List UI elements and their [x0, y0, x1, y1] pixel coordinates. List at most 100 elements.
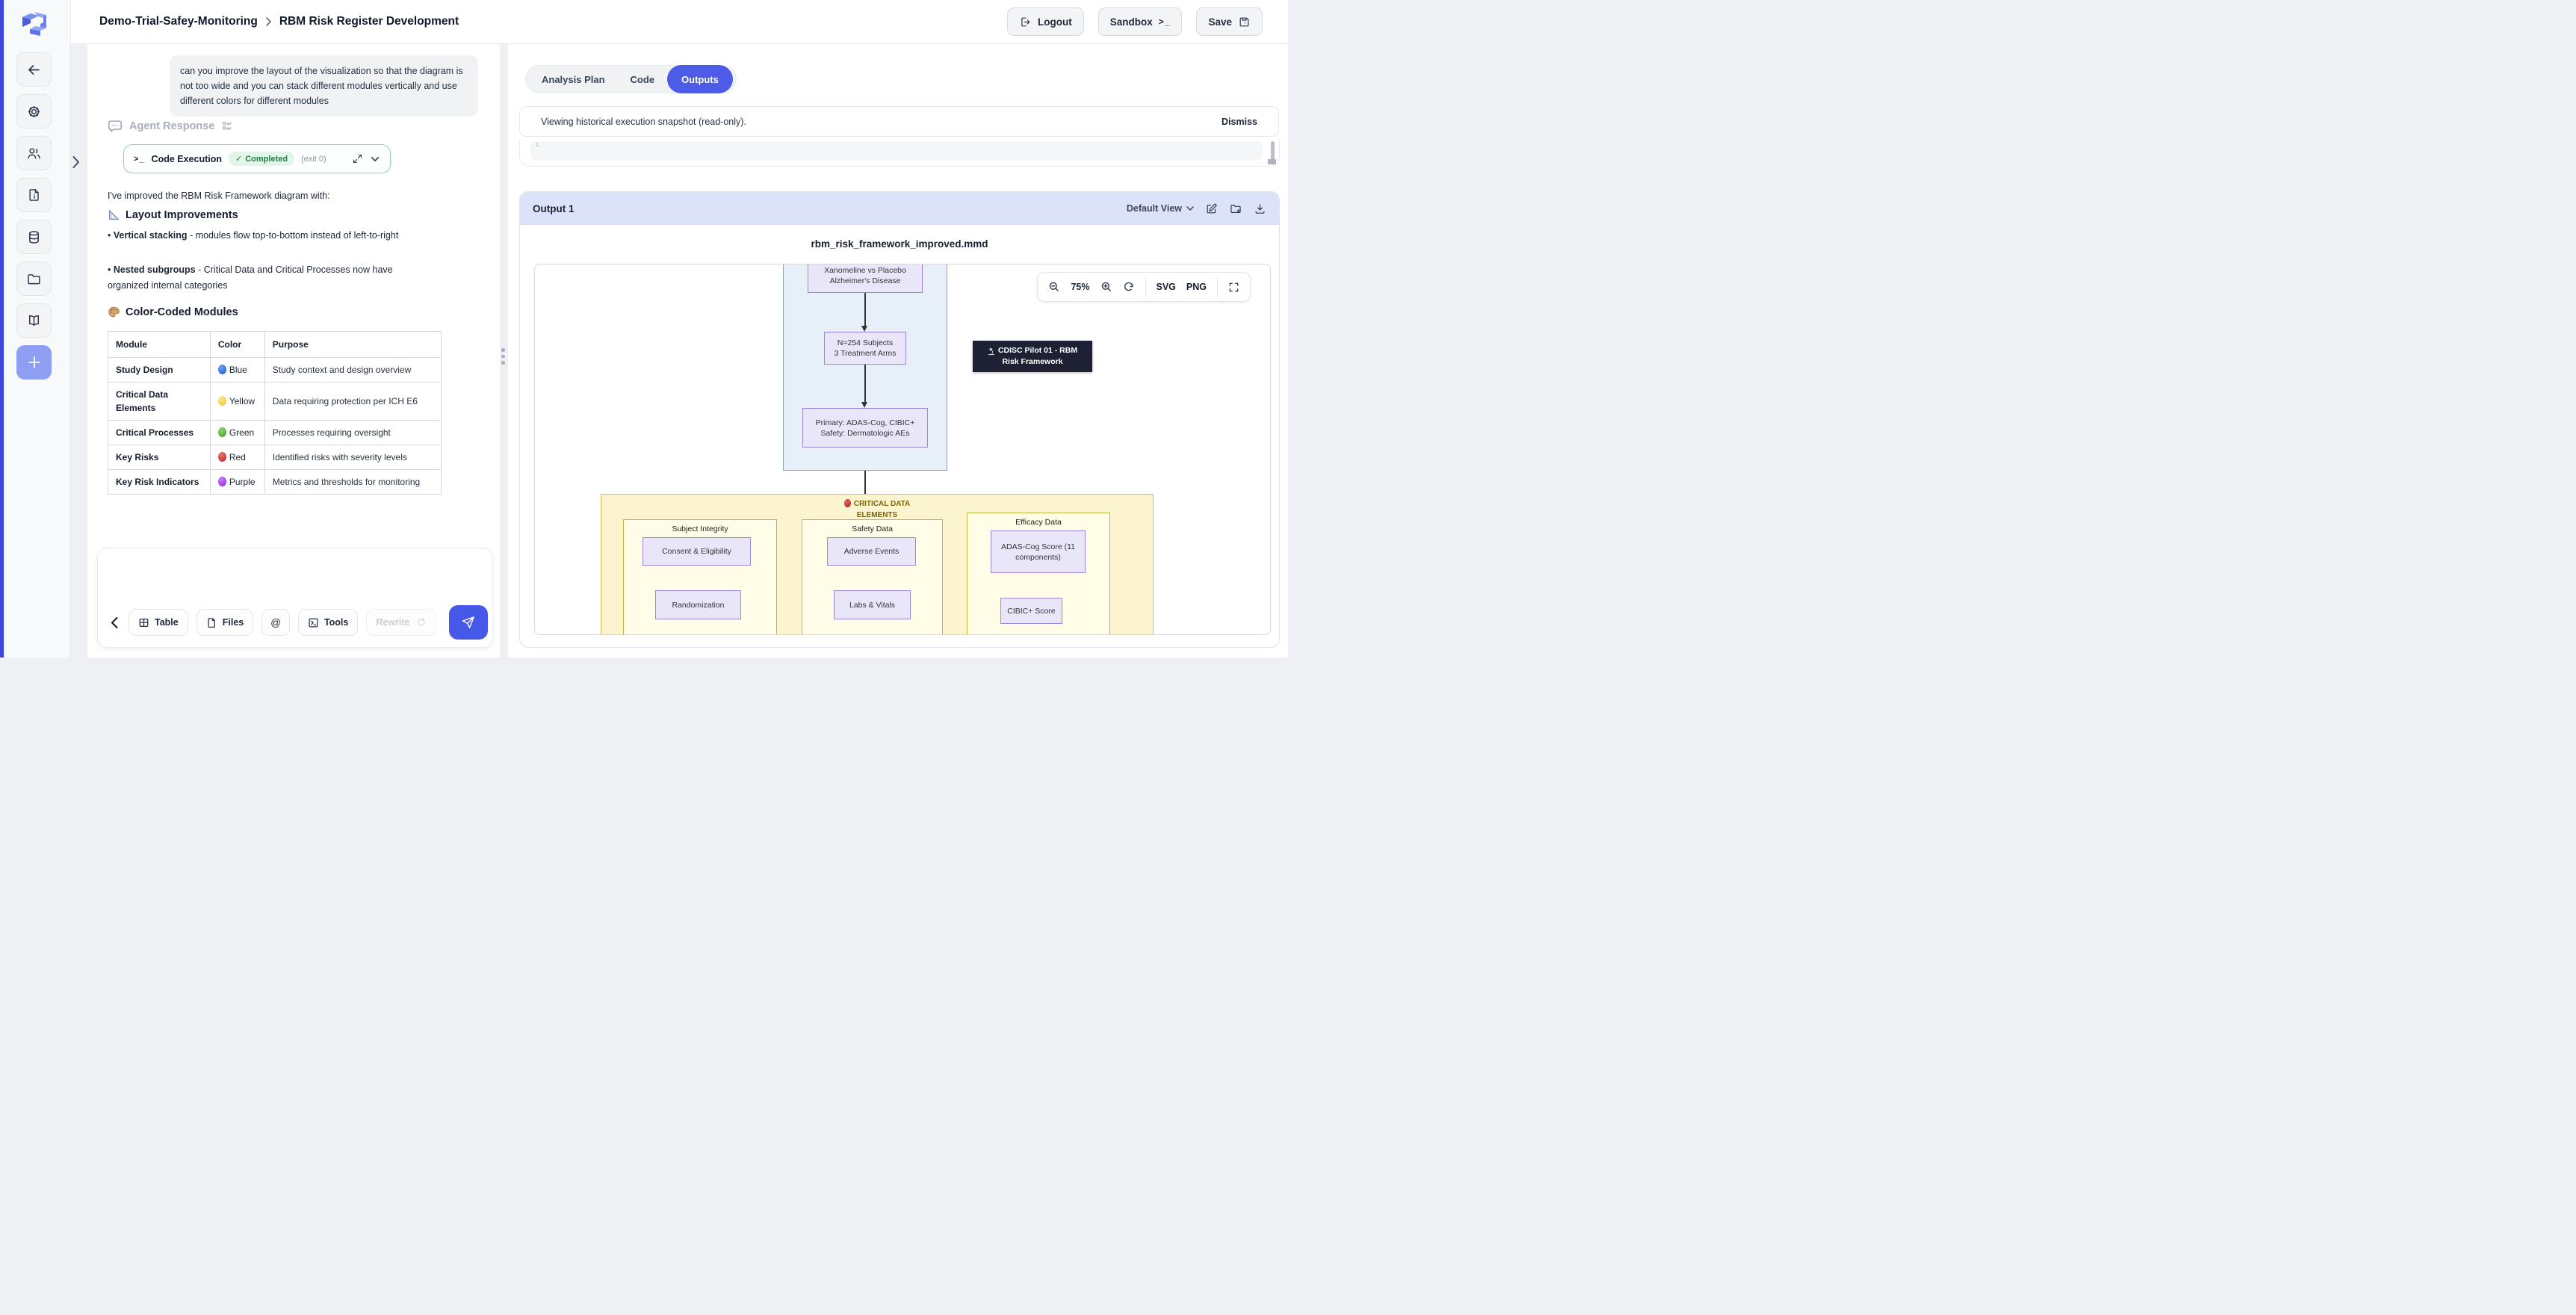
output-filename: rbm_risk_framework_improved.mmd — [811, 238, 988, 250]
diagram-node-labs-vitals: Labs & Vitals — [834, 590, 911, 619]
microscope-icon — [988, 347, 994, 355]
book-open-icon — [28, 315, 40, 326]
composer-collapse-chevron[interactable] — [110, 616, 119, 629]
zoom-out-icon[interactable] — [1048, 281, 1060, 293]
edit-icon[interactable] — [1205, 202, 1218, 215]
file-icon — [208, 617, 215, 628]
notice-text: Viewing historical execution snapshot (r… — [541, 116, 746, 127]
diagram-node-cibic: CIBIC+ Score — [1000, 598, 1062, 624]
scrollbar-corner — [1268, 159, 1276, 164]
tab-code[interactable]: Code — [630, 73, 655, 85]
panel-resize-handle[interactable] — [501, 348, 505, 365]
diagram-node-adas-cog: ADAS-Cog Score (11 components) — [991, 530, 1086, 573]
scrollbar-thumb[interactable] — [1271, 141, 1275, 162]
outline-list-icon[interactable] — [221, 120, 233, 132]
view-tabs: Analysis Plan Code Outputs — [525, 65, 737, 93]
sidebar-expand-chevron[interactable] — [72, 154, 82, 170]
chat-bubble-icon — [108, 120, 122, 132]
gear-icon — [28, 105, 40, 117]
section-color-coded-modules: Color-Coded Modules — [108, 306, 238, 318]
folder-plus-icon[interactable] — [1229, 202, 1242, 215]
table-row: Critical Processes Green Processes requi… — [108, 420, 442, 445]
sidebar-database-button[interactable] — [16, 220, 52, 254]
sidebar-files-button[interactable] — [16, 262, 52, 296]
logout-icon — [1021, 17, 1030, 26]
sidebar-back-button[interactable] — [16, 52, 52, 87]
files-button[interactable]: Files — [196, 609, 254, 636]
chevron-down-icon[interactable] — [370, 154, 380, 164]
sidebar-documents-button[interactable] — [16, 178, 52, 212]
download-icon[interactable] — [1254, 202, 1266, 215]
diagram-node-randomization: Randomization — [655, 590, 741, 619]
fullscreen-icon[interactable] — [1228, 282, 1239, 293]
users-icon — [28, 147, 40, 158]
export-svg-button[interactable]: SVG — [1156, 282, 1176, 292]
rewrite-button[interactable]: Rewrite — [366, 609, 436, 636]
paper-plane-icon — [462, 616, 474, 628]
diagram-node-study: Xanomeline vs Placebo Alzheimer's Diseas… — [808, 264, 923, 293]
agent-response-label: Agent Response — [129, 120, 215, 132]
export-png-button[interactable]: PNG — [1186, 282, 1207, 292]
save-icon — [1239, 17, 1249, 26]
red-dot-icon — [843, 499, 851, 507]
terminal-glyph-icon: >_ — [134, 154, 145, 164]
code-execution-widget[interactable]: >_ Code Execution ✓ Completed (exit 0) — [123, 144, 391, 173]
triangle-ruler-icon — [109, 209, 120, 220]
check-icon: ✓ — [235, 155, 243, 164]
view-selector[interactable]: Default View — [1127, 203, 1194, 214]
folder-icon — [28, 273, 40, 284]
output-panel: Analysis Plan Code Outputs Viewing histo… — [508, 44, 1288, 658]
save-label: Save — [1208, 16, 1232, 28]
tab-outputs[interactable]: Outputs — [667, 65, 733, 93]
output-1-header: Output 1 Default View — [520, 192, 1279, 225]
app-logo — [18, 8, 51, 41]
diagram-node-endpoints: Primary: ADAS-Cog, CIBIC+ Safety: Dermat… — [802, 408, 928, 448]
table-row: Key Risk Indicators Purple Metrics and t… — [108, 469, 442, 495]
diagram-title-node: CDISC Pilot 01 - RBM Risk Framework — [973, 341, 1092, 372]
message-input[interactable] — [98, 548, 492, 608]
diagram-arrow — [864, 471, 866, 501]
database-icon — [29, 230, 39, 244]
table-icon — [139, 618, 149, 627]
breadcrumb-page: RBM Risk Register Development — [279, 15, 459, 28]
logout-button[interactable]: Logout — [1007, 7, 1084, 36]
yellow-dot-icon — [217, 396, 226, 406]
save-button[interactable]: Save — [1196, 7, 1263, 36]
sandbox-button[interactable]: Sandbox >_ — [1097, 7, 1183, 36]
refresh-icon — [417, 618, 425, 626]
diagram-viewer[interactable]: 75% SVG PNG Xanomeline vs Placebo Alzhei… — [534, 264, 1271, 635]
tools-button[interactable]: Tools — [297, 609, 359, 636]
breadcrumb: Demo-Trial-Safey-Monitoring RBM Risk Reg… — [99, 15, 459, 28]
expand-icon[interactable] — [352, 153, 363, 164]
user-message: can you improve the layout of the visual… — [170, 55, 478, 117]
table-row: Study Design Blue Study context and desi… — [108, 357, 442, 383]
logout-label: Logout — [1038, 16, 1072, 28]
sidebar-library-button[interactable] — [16, 303, 52, 338]
sidebar-settings-button[interactable] — [16, 94, 52, 129]
plus-icon — [28, 356, 40, 368]
reset-view-icon[interactable] — [1123, 281, 1135, 293]
exit-code: (exit 0) — [301, 154, 326, 164]
send-button[interactable] — [449, 605, 488, 640]
tab-analysis-plan[interactable]: Analysis Plan — [542, 73, 605, 85]
table-button[interactable]: Table — [129, 609, 188, 636]
back-arrow-icon — [28, 64, 40, 75]
sidebar — [0, 0, 71, 658]
sidebar-users-button[interactable] — [16, 136, 52, 170]
breadcrumb-project[interactable]: Demo-Trial-Safey-Monitoring — [99, 15, 258, 28]
previous-output-card-clipped: L — [519, 139, 1280, 167]
sandbox-label: Sandbox — [1109, 16, 1153, 28]
chat-composer: Table Files @ Tools Rewrite — [97, 548, 493, 648]
section-layout-improvements: Layout Improvements — [108, 208, 238, 221]
output-title: Output 1 — [533, 202, 575, 214]
sidebar-add-button[interactable] — [16, 345, 52, 380]
clipped-code-block — [530, 141, 1263, 161]
diagram-canvas[interactable]: Xanomeline vs Placebo Alzheimer's Diseas… — [535, 264, 1270, 634]
green-dot-icon — [217, 427, 226, 437]
terminal-glyph-icon: >_ — [1158, 16, 1171, 27]
mention-button[interactable]: @ — [261, 609, 290, 636]
zoom-in-icon[interactable] — [1100, 281, 1112, 293]
chevron-down-icon — [1186, 205, 1194, 211]
dismiss-button[interactable]: Dismiss — [1222, 116, 1257, 127]
terminal-square-icon — [309, 617, 318, 628]
